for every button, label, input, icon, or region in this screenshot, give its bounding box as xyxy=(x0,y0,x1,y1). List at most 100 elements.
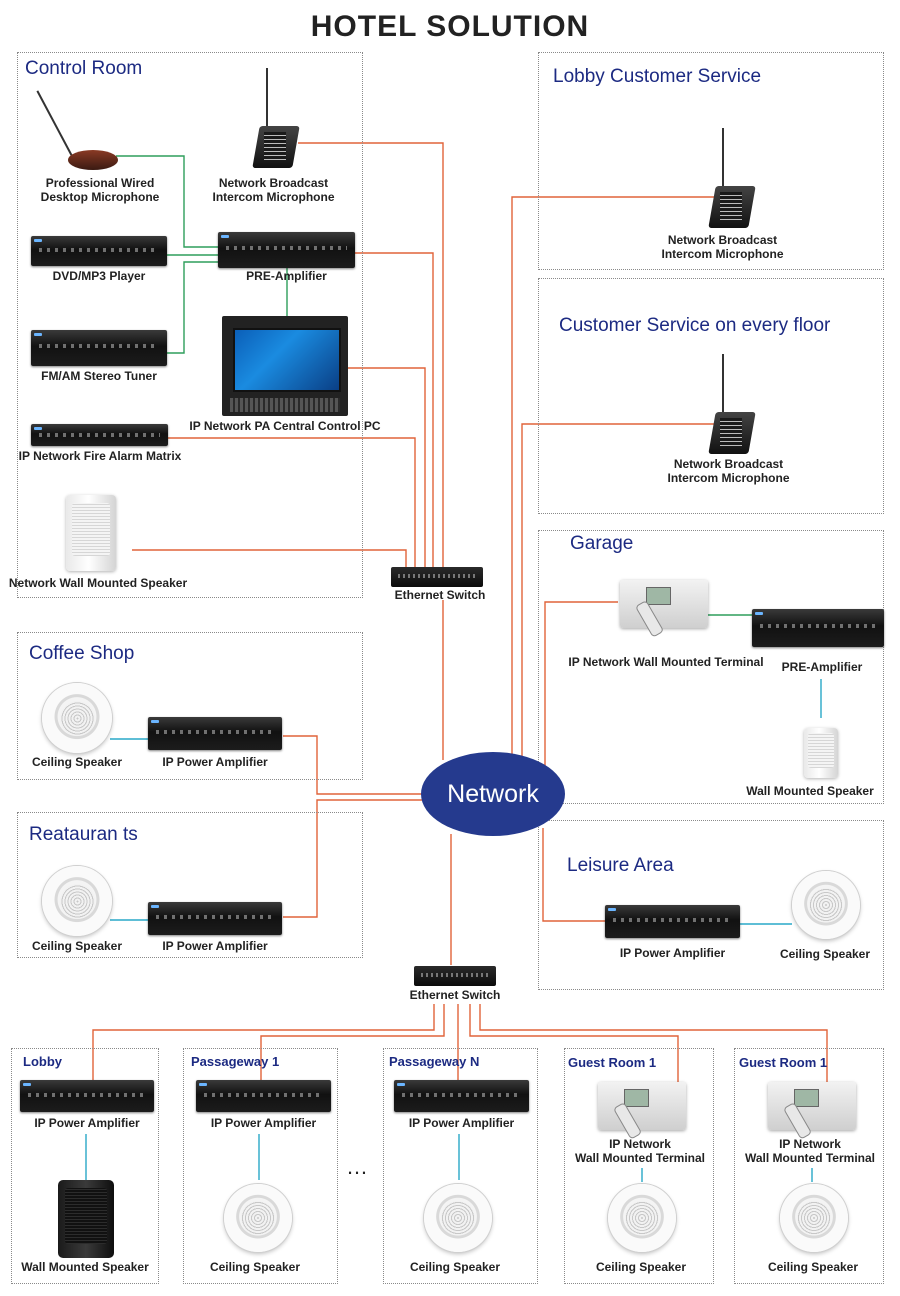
wire-wallspk-switch xyxy=(132,549,407,568)
g1-ceiling-speaker-icon xyxy=(608,1184,676,1252)
pN-power-amplifier-icon xyxy=(394,1080,529,1112)
more-passageways-ellipsis: … xyxy=(346,1154,368,1179)
ethernet-switch-1-icon xyxy=(391,567,483,587)
section-title-lobby-cs: Lobby Customer Service xyxy=(553,66,762,87)
network-broadcast-mic-icon xyxy=(250,66,300,170)
label-pN-ceiling: Ceiling Speaker xyxy=(409,1260,501,1274)
leisure-power-amplifier-icon xyxy=(605,905,740,938)
label-pc: IP Network PA Central Control PC xyxy=(189,419,381,433)
label-g2-ceiling: Ceiling Speaker xyxy=(767,1260,859,1274)
garage-wall-speaker-icon xyxy=(804,728,838,778)
pre-amplifier-icon xyxy=(218,232,355,268)
lobby-broadcast-mic-icon xyxy=(706,126,756,230)
section-title-leisure: Leisure Area xyxy=(567,855,674,876)
label-dvd: DVD/MP3 Player xyxy=(52,269,146,283)
coffee-ceiling-speaker-icon xyxy=(42,683,112,753)
garage-pre-amplifier-icon xyxy=(752,609,884,647)
passageN-box xyxy=(383,1048,538,1284)
label-fire: IP Network Fire Alarm Matrix xyxy=(18,449,182,463)
label-p1-ceiling: Ceiling Speaker xyxy=(209,1260,301,1274)
p1-power-amplifier-icon xyxy=(196,1080,331,1112)
lobby-wall-speaker-icon xyxy=(58,1180,114,1258)
coffee-box xyxy=(17,632,363,780)
rest-ceiling-speaker-icon xyxy=(42,866,112,936)
label-switch-2: Ethernet Switch xyxy=(409,988,501,1002)
label-nb-mic-lobby: Network Broadcast Intercom Microphone xyxy=(661,233,784,261)
control-room-box xyxy=(17,52,363,598)
label-coffee-ceiling: Ceiling Speaker xyxy=(31,755,123,769)
label-p1-amp: IP Power Amplifier xyxy=(210,1116,317,1130)
label-tuner: FM/AM Stereo Tuner xyxy=(41,369,157,383)
p1-ceiling-speaker-icon xyxy=(224,1184,292,1252)
guest2-box xyxy=(734,1048,884,1284)
lobby-box xyxy=(11,1048,159,1284)
wire-fire-switch xyxy=(168,437,416,568)
wire-leisure-network xyxy=(542,828,605,922)
label-g1-ceiling: Ceiling Speaker xyxy=(595,1260,687,1274)
label-desktop-mic: Professional Wired Desktop Microphone xyxy=(40,176,160,204)
section-title-guest1: Guest Room 1 xyxy=(568,1055,657,1070)
wire-coffee-network xyxy=(283,735,422,795)
network-hub: Network xyxy=(421,752,565,836)
desktop-microphone-icon xyxy=(36,80,120,172)
wire-tuner-preamp xyxy=(167,261,218,354)
label-leisure-ceiling: Ceiling Speaker xyxy=(779,947,871,961)
central-control-pc-icon xyxy=(222,316,348,416)
section-title-control-room: Control Room xyxy=(25,58,143,79)
wire-garage-network xyxy=(544,601,618,770)
label-rest-ceiling: Ceiling Speaker xyxy=(31,939,123,953)
section-title-lobby: Lobby xyxy=(23,1054,62,1069)
label-preamp-control-room: PRE-Amplifier xyxy=(246,269,327,283)
passage1-box xyxy=(183,1048,338,1284)
label-nb-mic-floor: Network Broadcast Intercom Microphone xyxy=(667,457,790,485)
wire-sw2-g1 xyxy=(469,1004,679,1082)
label-garage-wall: Wall Mounted Speaker xyxy=(746,784,874,798)
guest1-box xyxy=(564,1048,714,1284)
wire-preamp-switch xyxy=(355,252,434,568)
network-wall-speaker-icon xyxy=(66,495,116,571)
label-coffee-amp: IP Power Amplifier xyxy=(162,755,268,769)
section-title-passage1: Passageway 1 xyxy=(191,1054,280,1069)
label-lobby-wall: Wall Mounted Speaker xyxy=(21,1260,149,1274)
section-title-garage: Garage xyxy=(570,533,634,554)
section-title-floor-cs: Customer Service on every floor xyxy=(559,315,831,336)
label-garage-terminal: IP Network Wall Mounted Terminal xyxy=(568,655,764,669)
wire-pc-switch xyxy=(348,367,426,568)
ethernet-switch-2-icon xyxy=(414,966,496,986)
label-lobby-amp: IP Power Amplifier xyxy=(34,1116,140,1130)
wire-sw2-p1 xyxy=(260,1004,445,1080)
coffee-power-amplifier-icon xyxy=(148,717,282,750)
label-wall-control-room: Network Wall Mounted Speaker xyxy=(8,576,188,590)
fire-alarm-matrix-icon xyxy=(31,424,168,446)
g2-wall-terminal-icon xyxy=(768,1082,856,1130)
label-pN-amp: IP Power Amplifier xyxy=(408,1116,515,1130)
tuner-icon xyxy=(31,330,167,366)
label-g2-terminal: IP Network Wall Mounted Terminal xyxy=(744,1137,875,1165)
leisure-ceiling-speaker-icon xyxy=(792,871,860,939)
wire-sw2-g2 xyxy=(479,1004,828,1082)
wire-desk-preamp xyxy=(116,155,218,248)
label-leisure-amp: IP Power Amplifier xyxy=(619,946,726,960)
section-title-guest2: Guest Room 1 xyxy=(739,1055,828,1070)
label-garage-preamp: PRE-Amplifier xyxy=(781,660,863,674)
lobby-cs-box xyxy=(538,52,884,270)
wire-lobbymic-network xyxy=(511,196,716,755)
label-rest-amp: IP Power Amplifier xyxy=(162,939,268,953)
label-switch-1: Ethernet Switch xyxy=(394,588,486,602)
g2-ceiling-speaker-icon xyxy=(780,1184,848,1252)
garage-wall-terminal-icon xyxy=(620,580,708,628)
wire-rest-network xyxy=(283,799,422,918)
wire-sw2-lobby xyxy=(92,1004,435,1080)
garage-box xyxy=(538,530,884,804)
rest-power-amplifier-icon xyxy=(148,902,282,935)
floor-cs-box xyxy=(538,278,884,514)
section-title-passageN: Passageway N xyxy=(389,1054,480,1069)
restaurants-box xyxy=(17,812,363,958)
section-title-restaurants: Reatauran ts xyxy=(29,824,138,845)
pN-ceiling-speaker-icon xyxy=(424,1184,492,1252)
g1-wall-terminal-icon xyxy=(598,1082,686,1130)
page-title: HOTEL SOLUTION xyxy=(310,10,590,43)
wire-nbmic-switch xyxy=(298,142,444,568)
